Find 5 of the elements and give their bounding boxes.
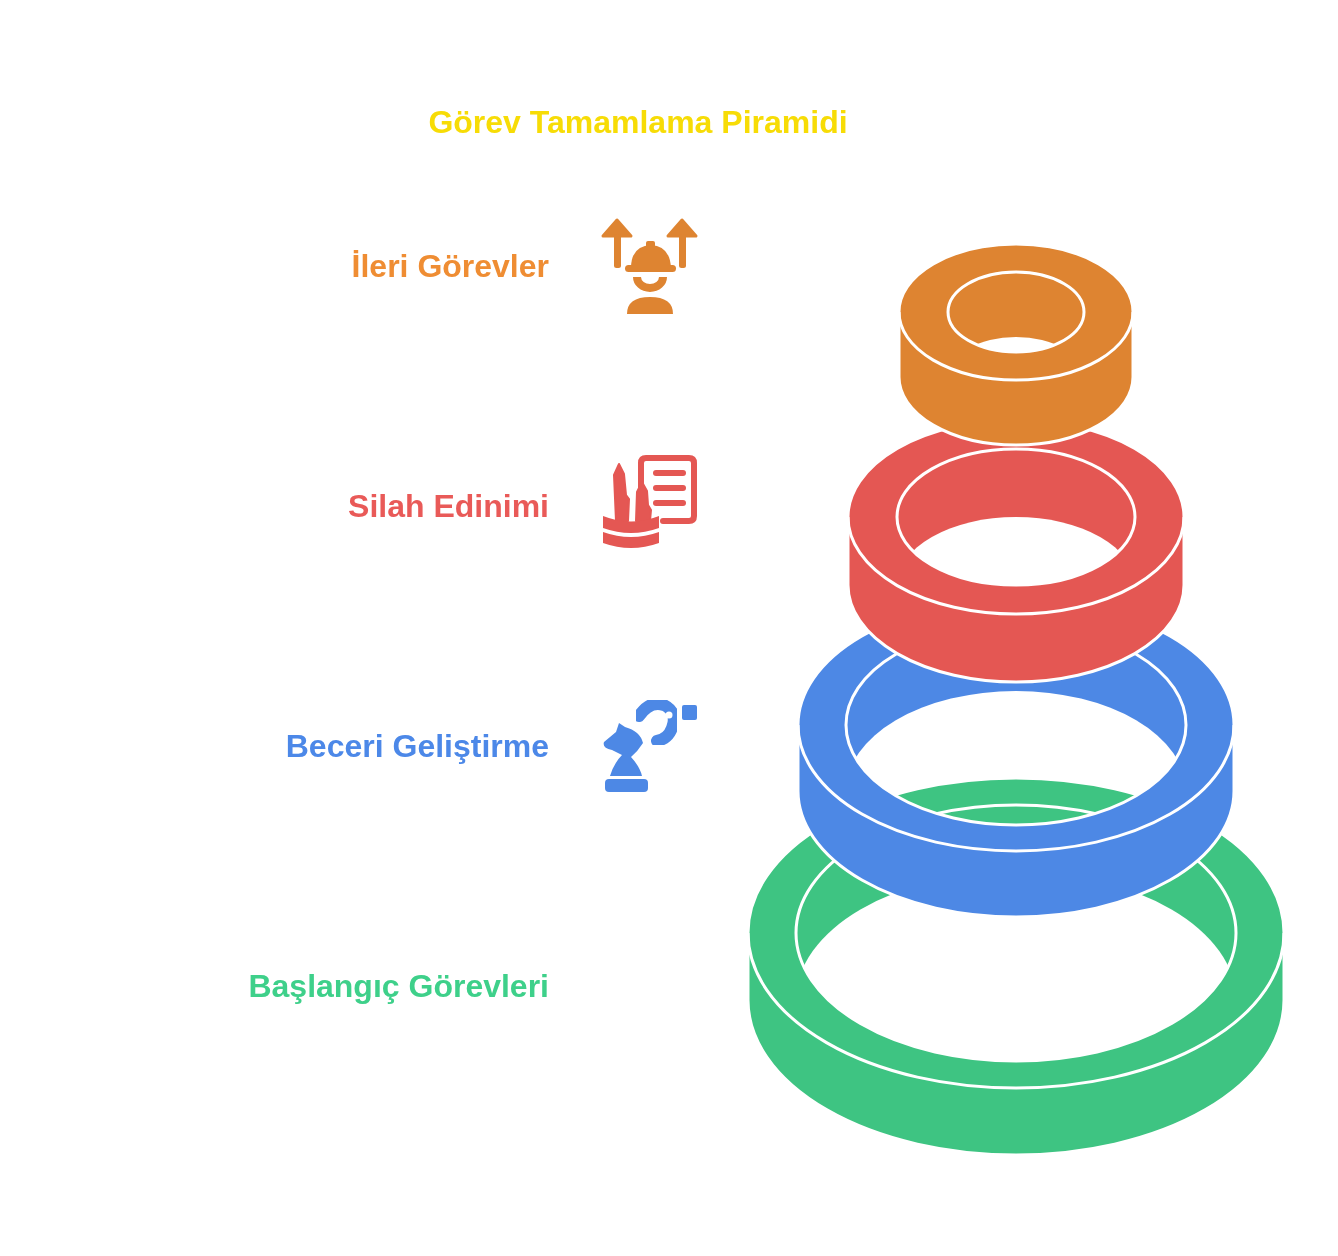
level-label: İleri Görevler [351,247,549,286]
level-label: Başlangıç Görevleri [248,967,549,1006]
level-label: Beceri Geliştirme [285,727,549,766]
level-label: Silah Edinimi [348,487,549,526]
diagram-title: Görev Tamamlama Piramidi [428,103,848,142]
